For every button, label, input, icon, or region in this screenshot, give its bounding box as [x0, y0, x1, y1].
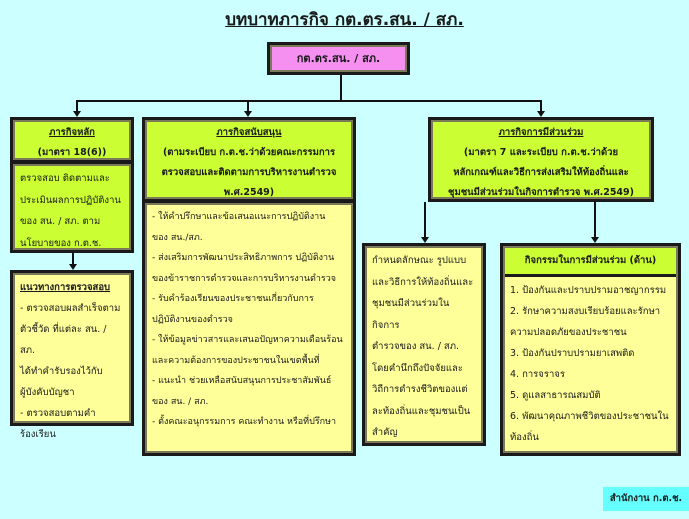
text-line: ชุมชนมีส่วนร่วมในกิจการตำรวจ พ.ศ.2549)	[448, 187, 634, 198]
activities-list: 1. ป้องกันและปราบปรามอาชญากรรม 2. รักษาค…	[503, 277, 678, 452]
connector	[76, 100, 78, 112]
text-line: ของข้าราชการตำรวจและการบริหารงานตำรวจ	[152, 273, 337, 284]
text-line: - ตรวจสอบผลสำเร็จตาม	[20, 303, 121, 314]
criteria-box: กำหนดลักษณะ รูปแบบ และวิธีการให้ท้องถิ่น…	[362, 243, 486, 446]
text-line: และวิธีการให้ท้องถิ่นและ	[372, 276, 474, 288]
top-box-label: กต.ตร.สน. / สภ.	[296, 52, 381, 65]
main-mission-header: ภารกิจหลัก (มาตรา 18(6))	[10, 117, 134, 163]
top-box: กต.ตร.สน. / สภ.	[267, 42, 410, 75]
connector	[247, 100, 249, 112]
list-item: 3. ป้องกันปราบปรามยาเสพติด	[510, 348, 635, 359]
support-mission-heading: ภารกิจสนับสนุน	[216, 127, 282, 138]
list-item: 5. ดูแลสาธารณสมบัติ	[510, 390, 601, 401]
connector	[72, 253, 74, 265]
text-line: - ตรวจสอบตามคำ	[20, 408, 96, 419]
text-line: กำหนดลักษณะ รูปแบบ	[372, 255, 467, 266]
participation-mission-heading: ภารกิจการมีส่วนร่วม	[498, 127, 584, 138]
connector	[594, 202, 596, 238]
arrow-down-icon	[591, 237, 599, 243]
page-title: บทบาทภารกิจ กต.ตร.สน. / สภ.	[225, 10, 464, 30]
participation-mission-header: ภารกิจการมีส่วนร่วม (มาตรา 7 และระเบียบ …	[428, 117, 654, 202]
text-line: ปฏิบัติงานของตำรวจ	[152, 314, 233, 325]
text-line: ผู้บังคับบัญชา	[20, 387, 75, 398]
text-line: วิถีการดำรงชีวิตของแต่	[372, 384, 468, 395]
list-item: ความปลอดภัยของประชาชน	[510, 327, 627, 338]
main-mission-body: ตรวจสอบ ติดตามและ ประเมินผลการปฏิบัติงาน…	[10, 161, 134, 253]
main-mission-subheading: (มาตรา 18(6))	[37, 147, 107, 158]
text-line: ละท้องถิ่นและชุมชนเป็น	[372, 405, 471, 417]
support-mission-body: - ให้คำปรึกษาและข้อเสนอแนะการปฏิบัติงาน …	[142, 200, 356, 456]
arrow-down-icon	[421, 237, 429, 243]
connector	[340, 75, 342, 100]
list-item: 4. การจราจร	[510, 369, 565, 380]
activities-header: กิจกรรมในการมีส่วนร่วม (ด้าน)	[505, 248, 676, 277]
arrow-down-icon	[537, 111, 545, 117]
connector	[76, 100, 542, 102]
activities-box: กิจกรรมในการมีส่วนร่วม (ด้าน) 1. ป้องกัน…	[500, 243, 681, 456]
text-line: นโยบายของ ก.ต.ช.	[20, 237, 102, 249]
support-mission-header: ภารกิจสนับสนุน (ตามระเบียบ ก.ต.ช.ว่าด้วย…	[142, 117, 356, 202]
text-line: ของ สน. / สภ. ตาม	[20, 216, 101, 227]
text-line: - ส่งเสริมการพัฒนาประสิทธิภาพการ ปฏิบัติ…	[152, 253, 335, 263]
list-item: 1. ป้องกันและปราบปรามอาชญากรรม	[510, 285, 667, 296]
text-line: โดยคำนึกถึงปัจจัยและ	[372, 362, 463, 374]
list-item: 6. พัฒนาคุณภาพชีวิตของประชาชนใน	[510, 411, 669, 422]
text-line: (มาตรา 7 และระเบียบ ก.ต.ช.ว่าด้วย	[463, 147, 619, 158]
text-line: หลักเกณฑ์และวิธีการส่งเสริมให้ท้องถิ่นแล…	[453, 167, 629, 178]
arrow-down-icon	[244, 111, 252, 117]
text-line: ของ สน./สภ.	[152, 232, 203, 243]
text-line: ตรวจสอบ ติดตามและ	[20, 173, 110, 184]
footer-badge: สำนักงาน ก.ต.ช.	[603, 487, 689, 511]
connector	[540, 100, 542, 112]
text-line: - แนะนำ ช่วยเหลือสนับสนุนการประชาสัมพันธ…	[152, 376, 332, 386]
text-line: - ตั้งคณะอนุกรรมการ คณะทำงาน หรือที่ปรึก…	[152, 417, 337, 427]
text-line: - ให้คำปรึกษาและข้อเสนอแนะการปฏิบัติงาน	[152, 212, 326, 222]
text-line: ของ สน. / สภ.	[152, 396, 209, 407]
text-line: ได้ทำคำรับรองไว้กับ	[20, 366, 103, 377]
text-line: ตัวชี้วัด ที่แต่ละ สน. / สภ.	[20, 324, 107, 356]
list-item: 2. รักษาความสงบเรียบร้อยและรักษา	[510, 306, 661, 317]
text-line: พ.ศ.2549)	[223, 187, 275, 198]
text-line: (ตามระเบียบ ก.ต.ช.ว่าด้วยคณะกรรมการ	[162, 147, 336, 158]
text-line: สำคัญ	[372, 427, 398, 438]
text-line: - ให้ข้อมูลข่าวสารและเสนอปัญหาความเดือนร…	[152, 335, 343, 345]
text-line: ร้องเรียน	[20, 429, 56, 440]
text-line: - รับคำร้องเรียนของประชาชนเกี่ยวกับการ	[152, 294, 314, 304]
arrow-down-icon	[73, 111, 81, 117]
connector	[424, 202, 426, 238]
text-line: และความต้องการของประชาชนในเขตพื้นที่	[152, 355, 320, 366]
text-line: ประเมินผลการปฏิบัติงาน	[20, 194, 121, 206]
text-line: ชุมชนมีส่วนร่วมในกิจการ	[372, 298, 450, 331]
text-line: ตรวจสอบและติดตามการบริหารงานตำรวจ	[161, 167, 337, 178]
inspection-heading: แนวทางการตรวจสอบ	[20, 282, 111, 293]
text-line: ตำรวจของ สน. / สภ.	[372, 341, 459, 352]
list-item: ท้องถิ่น	[510, 432, 539, 443]
main-mission-heading: ภารกิจหลัก	[49, 127, 95, 138]
arrow-down-icon	[69, 264, 77, 270]
inspection-box: แนวทางการตรวจสอบ - ตรวจสอบผลสำเร็จตาม ตั…	[10, 270, 134, 440]
